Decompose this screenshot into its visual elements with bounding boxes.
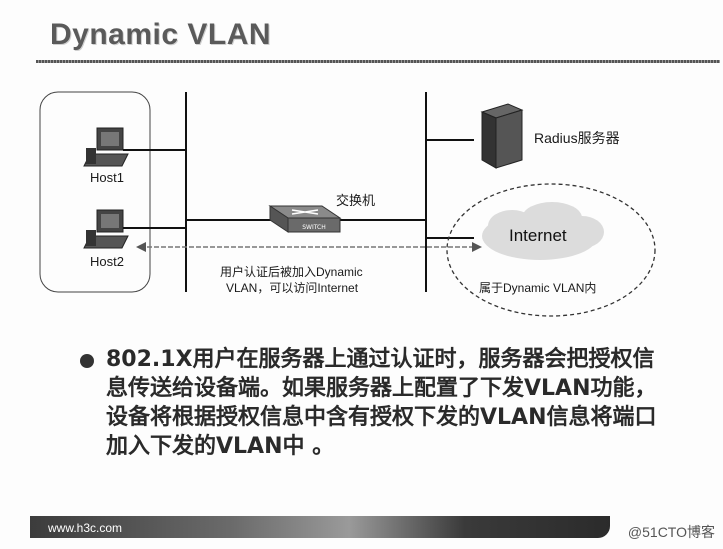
host1-label: Host1: [90, 170, 124, 185]
watermark: @51CTO博客: [628, 522, 715, 542]
internet-label: Internet: [509, 226, 567, 246]
radius-server-icon: [482, 104, 522, 168]
access-arrow-right-head: [472, 242, 482, 252]
auth-note-line1: 用户认证后被加入Dynamic: [220, 263, 363, 280]
switch-badge: SWITCH: [302, 224, 326, 231]
footer-url[interactable]: www.h3c.com: [48, 521, 122, 535]
host2-label: Host2: [90, 254, 124, 269]
access-arrow-left-head: [136, 242, 146, 252]
network-diagram: SWITCH: [0, 0, 723, 330]
switch-label: 交换机: [336, 190, 375, 209]
vlan-region-label: 属于Dynamic VLAN内: [479, 279, 596, 296]
bullet-dot-icon: [80, 354, 94, 368]
bullet-text: 802.1X用户在服务器上通过认证时，服务器会把授权信息传送给设备端。如果服务器…: [106, 345, 660, 461]
host1-computer-icon: [84, 128, 128, 166]
radius-server-label: Radius服务器: [534, 128, 620, 148]
bullet-list: 802.1X用户在服务器上通过认证时，服务器会把授权信息传送给设备端。如果服务器…: [80, 345, 660, 461]
host2-computer-icon: [84, 210, 128, 248]
auth-note-line2: VLAN，可以访问Internet: [226, 279, 358, 296]
